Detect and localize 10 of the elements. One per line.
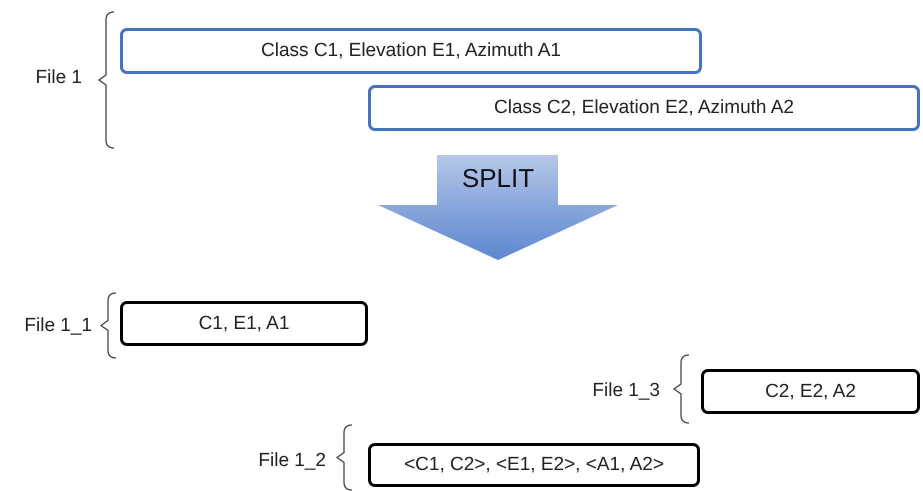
rounded-box: <C1, C2>, <E1, E2>, <A1, A2> xyxy=(368,443,700,487)
rounded-box: C2, E2, A2 xyxy=(701,369,920,414)
rounded-box: C1, E1, A1 xyxy=(120,301,368,346)
file-label: File 1_3 xyxy=(592,380,660,402)
file-label: File 1_2 xyxy=(258,450,326,472)
arrow-label: SPLIT xyxy=(462,163,534,194)
file-label: File 1 xyxy=(36,67,82,89)
rounded-box: Class C2, Elevation E2, Azimuth A2 xyxy=(368,85,920,131)
rounded-box: Class C1, Elevation E1, Azimuth A1 xyxy=(120,28,702,74)
file-label: File 1_1 xyxy=(24,315,92,337)
